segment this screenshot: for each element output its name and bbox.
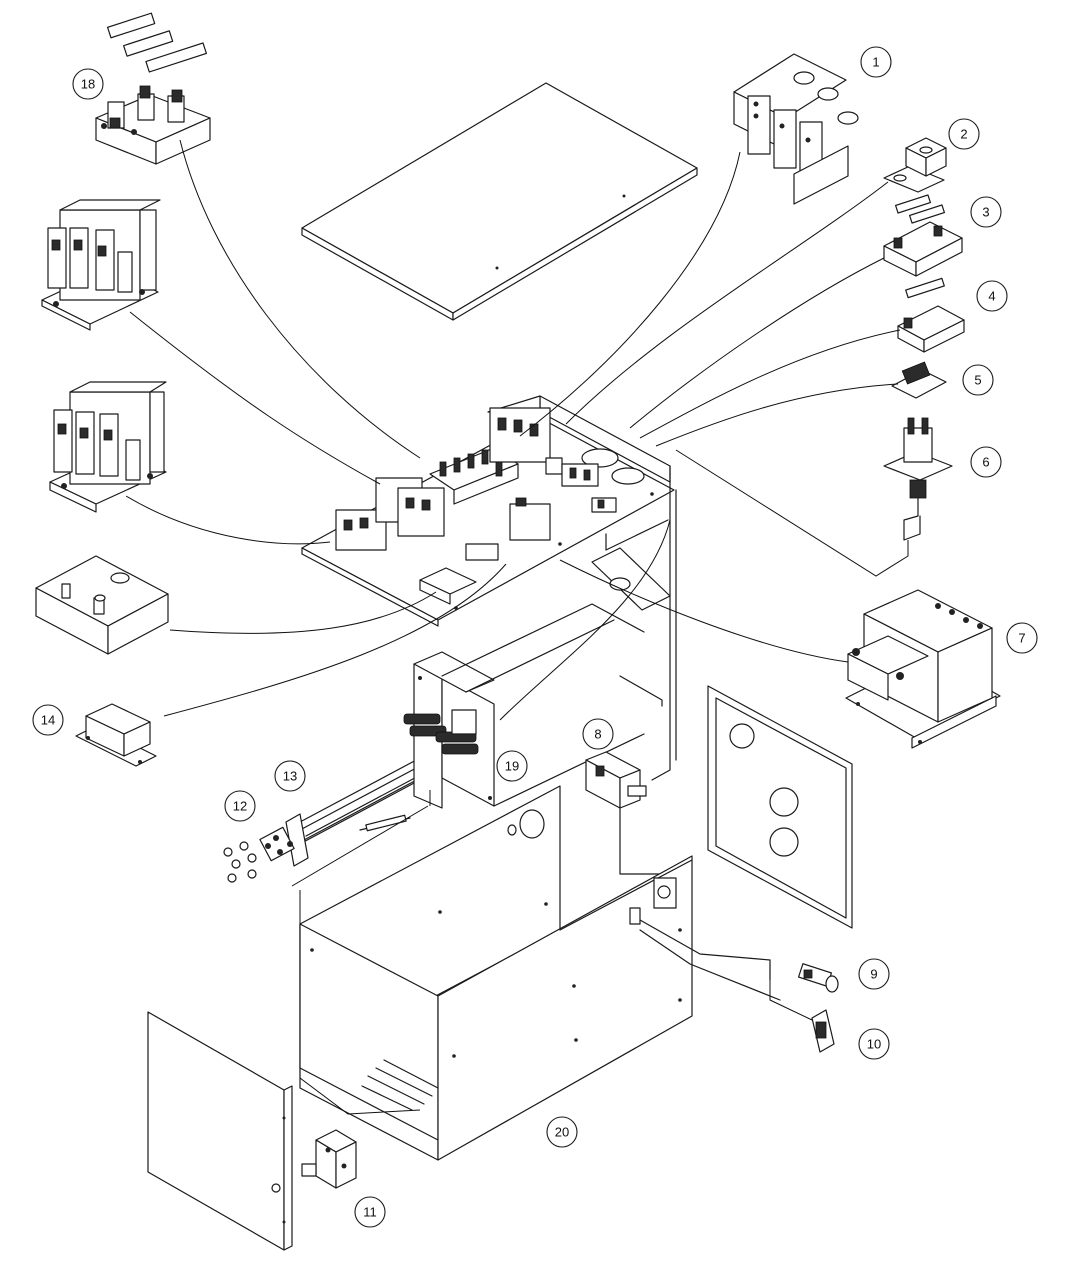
front-door-panel (147, 1011, 293, 1251)
control-box (35, 555, 169, 655)
svg-text:10: 10 (867, 1037, 881, 1052)
leader-lines (125, 139, 909, 1115)
indicator-light-part-9 (797, 963, 839, 993)
callout-14: 14 (32, 704, 64, 736)
svg-text:18: 18 (81, 77, 95, 92)
rocker-switch-part-10 (811, 1009, 835, 1053)
svg-text:5: 5 (974, 373, 981, 388)
callout-5: 5 (962, 364, 994, 396)
callout-10: 10 (858, 1028, 890, 1060)
callout-18: 18 (72, 68, 104, 100)
svg-text:13: 13 (283, 769, 297, 784)
callout-7: 7 (1006, 622, 1038, 654)
svg-text:2: 2 (960, 127, 967, 142)
callout-13: 13 (274, 760, 306, 792)
svg-text:11: 11 (363, 1205, 377, 1220)
terminal-part-5 (891, 361, 947, 399)
svg-text:9: 9 (870, 967, 877, 982)
svg-text:14: 14 (41, 713, 55, 728)
svg-text:7: 7 (1018, 631, 1025, 646)
fuse-block-part-18 (95, 12, 211, 165)
svg-text:20: 20 (555, 1125, 569, 1140)
callout-1: 1 (860, 46, 892, 78)
chassis-contactors (335, 477, 445, 551)
chassis-small-fuse-blocks (561, 463, 617, 513)
callout-19: 19 (496, 750, 528, 782)
thermostat-part-6 (883, 417, 953, 541)
hex-nuts-part-12 (223, 841, 257, 883)
element-plate-part-19 (403, 603, 645, 809)
svg-text:1: 1 (872, 55, 879, 70)
power-block-part-1 (733, 53, 859, 205)
svg-text:4: 4 (988, 289, 995, 304)
callout-4: 4 (976, 280, 1008, 312)
chassis-transformer (419, 497, 551, 605)
svg-text:6: 6 (982, 455, 989, 470)
callout-3: 3 (970, 196, 1002, 228)
callout-20: 20 (546, 1116, 578, 1148)
top-cover-panel (301, 82, 698, 321)
ground-lug-part-2 (883, 137, 947, 193)
svg-text:8: 8 (594, 727, 601, 742)
switch-part-11 (301, 1129, 357, 1189)
chassis-power-distribution-block (489, 407, 563, 475)
contactor-upper (41, 199, 161, 331)
callout-6: 6 (970, 446, 1002, 478)
callout-12: 12 (224, 790, 256, 822)
callout-2: 2 (948, 118, 980, 150)
side-panel-right (707, 685, 853, 929)
fuse-holder-part-4 (897, 277, 965, 353)
contactor-lower (49, 381, 167, 513)
switch-part-8 (585, 751, 677, 875)
fuse-holder-part-3 (883, 194, 963, 277)
callout-8: 8 (582, 718, 614, 750)
callout-9: 9 (858, 958, 890, 990)
callout-11: 11 (354, 1196, 386, 1228)
transformer-part-7 (845, 589, 1001, 749)
svg-text:12: 12 (233, 799, 247, 814)
svg-text:3: 3 (982, 205, 989, 220)
svg-text:19: 19 (505, 759, 519, 774)
cartridge-fuses (106, 12, 207, 73)
relay-part-14 (75, 703, 157, 767)
lower-enclosure-part-20 (299, 785, 781, 1161)
